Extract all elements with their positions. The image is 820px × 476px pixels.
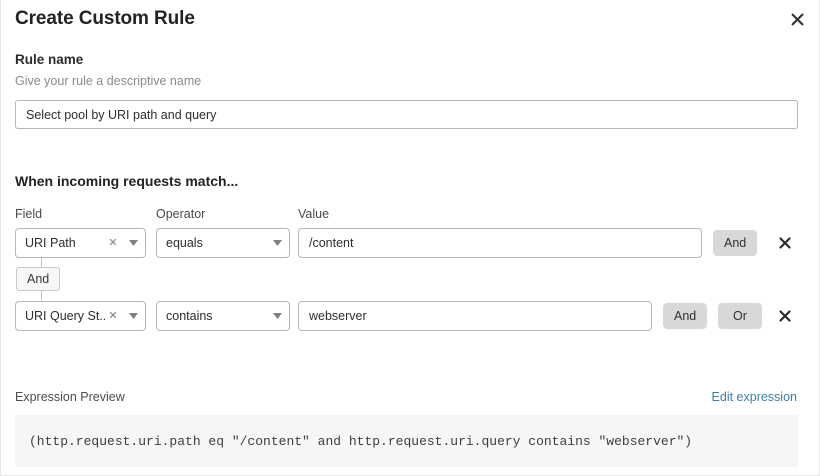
edit-expression-link[interactable]: Edit expression [711,390,797,404]
close-small-icon[interactable]: ✕ [108,309,118,322]
field-select-0[interactable]: URI Path ✕ [15,228,146,258]
value-input-1[interactable] [298,301,652,331]
chevron-down-icon[interactable] [121,240,145,246]
value-input-0[interactable] [298,228,702,258]
rule-name-input[interactable] [15,100,798,129]
remove-condition-icon-0[interactable] [774,228,796,258]
group-logic-badge[interactable]: And [16,267,61,291]
operator-select-value: contains [166,309,213,323]
column-header-operator: Operator [156,207,206,221]
or-button-1[interactable]: Or [718,303,762,329]
chevron-down-icon[interactable] [121,313,145,319]
field-select-value: URI Path [25,236,76,250]
field-select-1[interactable]: URI Query St... ✕ [15,301,146,331]
group-connector-line-top [41,258,42,269]
operator-select-value: equals [166,236,203,250]
close-small-icon[interactable]: ✕ [108,236,118,249]
operator-select-1[interactable]: contains [156,301,290,331]
page-title: Create Custom Rule [15,8,195,29]
and-button-1[interactable]: And [663,303,708,329]
chevron-down-icon[interactable] [265,240,289,246]
condition-row: URI Path ✕ equals And [1,228,820,258]
column-header-field: Field [15,207,43,221]
operator-select-0[interactable]: equals [156,228,290,258]
close-icon[interactable] [783,5,811,33]
column-header-value: Value [298,207,330,221]
field-select-value: URI Query St... [25,309,105,323]
expression-preview-code: (http.request.uri.path eq "/content" and… [15,415,798,467]
condition-row: URI Query St... ✕ contains And Or [1,301,820,331]
rule-name-label: Rule name [15,52,84,67]
expression-preview-label: Expression Preview [15,390,125,404]
group-connector-line-bottom [41,290,42,301]
match-section-heading: When incoming requests match... [15,173,239,189]
remove-condition-icon-1[interactable] [774,301,796,331]
and-button-0[interactable]: And [713,230,758,256]
rule-name-help-text: Give your rule a descriptive name [15,74,202,88]
chevron-down-icon[interactable] [265,313,289,319]
